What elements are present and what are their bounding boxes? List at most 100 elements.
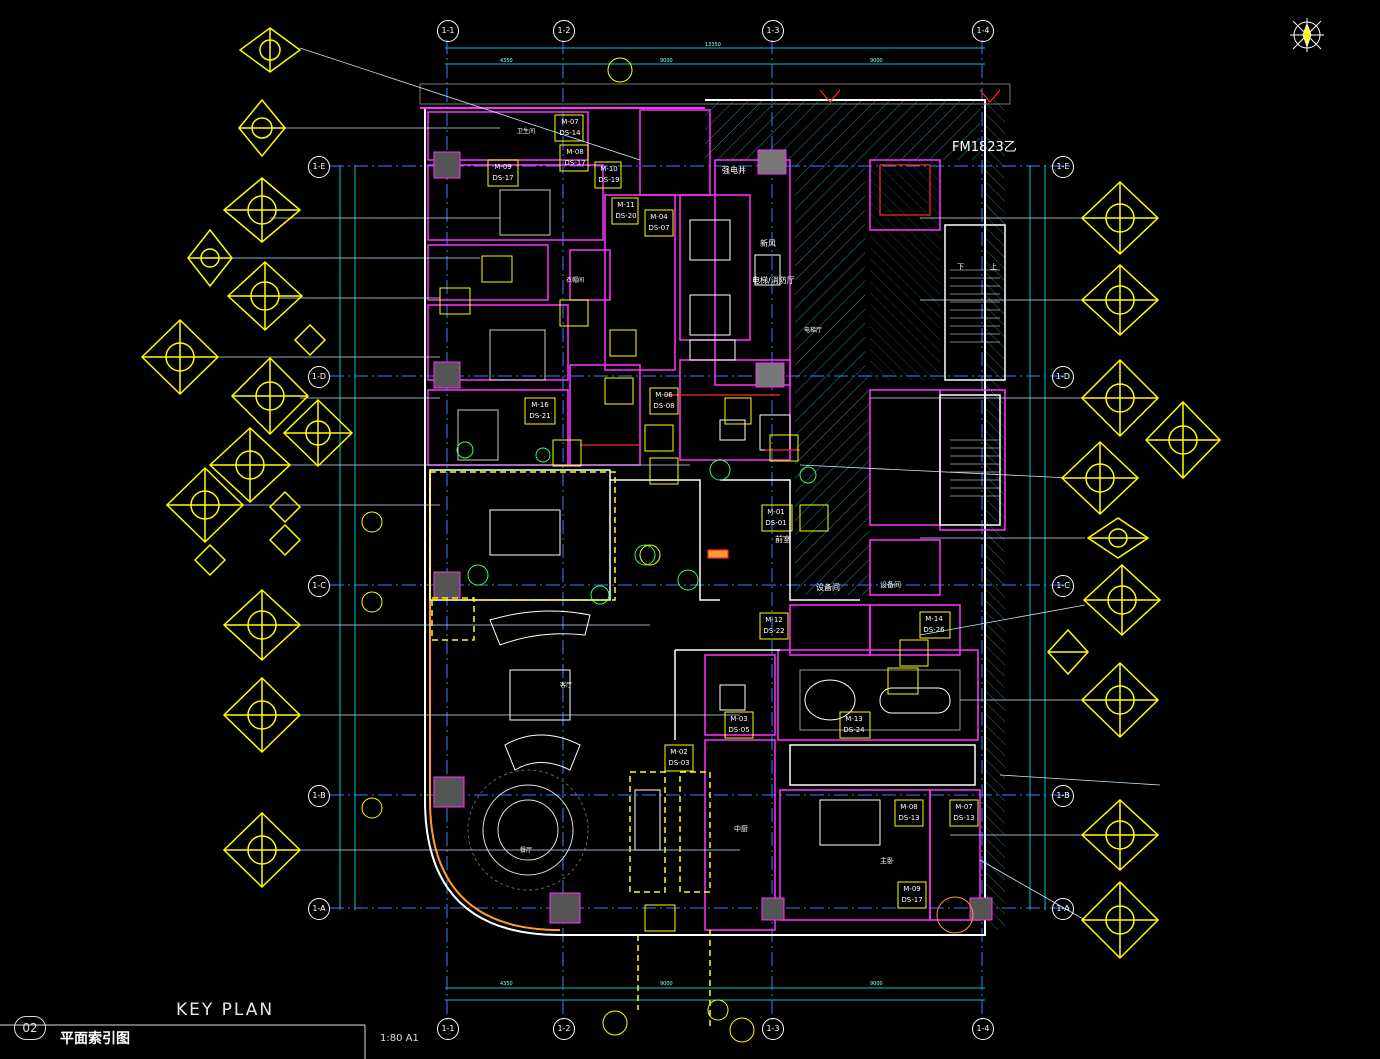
red-details [580,89,1001,559]
sheet-number: 02 [14,1016,46,1040]
room-label: 下 [957,263,964,271]
index-diamond-icon [222,811,302,889]
index-diamond-icon [1080,180,1160,256]
room-label: 设备间 [816,583,840,592]
index-diamond-icon [187,228,233,288]
room-label: 电梯厅 [804,327,823,334]
index-diamond-icon [1060,440,1140,516]
hatched-core [705,100,1005,930]
grid-bubble-icon: 1-C [308,575,330,597]
index-diamond-icon [268,523,302,557]
index-diamond-icon [238,98,286,158]
grid-bubble-icon: 1-E [1052,156,1074,178]
grid-bubble-icon: 1-B [1052,785,1074,807]
index-diamond-icon [282,398,354,468]
interior-walls [427,109,1006,931]
dim-top-3: 9000 [870,58,883,64]
drawing-title-cn: 平面索引图 [60,1031,130,1047]
grid-bubble-icon: 1-A [1052,898,1074,920]
index-diamond-icon [293,323,327,357]
index-diamond-icon [1080,798,1160,872]
index-diamond-icon [1144,400,1222,480]
room-label: 设备间 [880,581,901,589]
dim-top-total: 13350 [705,42,721,48]
index-diamond-icon [1086,517,1150,559]
dim-bottom-1: 4350 [500,981,513,987]
grid-bubble-icon: 1-D [1052,366,1074,388]
dim-top-1: 4350 [500,58,513,64]
elevation-tag-boxes [439,114,979,932]
grid-bubble-icon: 1-2 [553,1018,575,1040]
index-diamond-icon [193,543,227,577]
index-diamond-icon [222,177,302,243]
index-diamond-icon [238,27,302,73]
dimension-lines [339,47,1046,1001]
compass-icon [1290,18,1324,52]
index-diamond-icon [208,426,292,504]
dim-bottom-2: 9000 [660,981,673,987]
index-diamond-icon [230,356,310,436]
drawing-scale: 1:80 A1 [380,1033,419,1044]
index-diamond-icon [1080,661,1160,739]
dim-bottom-3: 9000 [870,981,883,987]
dim-top-2: 9000 [660,58,673,64]
grid-bubble-icon: 1-3 [762,20,784,42]
room-label: 中厨 [734,825,748,833]
room-label: 强电井 [722,166,746,175]
columns [433,149,993,924]
index-diamond-icon [1080,358,1160,438]
section-circles [361,57,755,1043]
index-diamonds [140,27,1222,960]
grid-bubble-icon: 1-1 [437,1018,459,1040]
index-diamond-icon [226,260,304,332]
room-label: 上 [990,263,997,271]
room-label: 衣帽间 [566,277,585,284]
index-diamond-icon [1046,628,1090,676]
grid-bubble-icon: 1-B [308,785,330,807]
index-diamond-icon [268,490,302,524]
grid-bubble-icon: 1-4 [972,1018,994,1040]
dashed-zones [429,471,711,1030]
index-diamond-icon [222,676,302,754]
exterior-walls [419,83,1011,936]
room-label: 客厅 [560,682,573,689]
plants [456,441,817,605]
room-label: 卫生间 [517,128,536,135]
grid-bubble-icon: 1-1 [437,20,459,42]
drawing-title: KEY PLAN [176,1000,275,1020]
index-diamond-icon [1080,880,1160,960]
grid-bubble-icon: 1-A [308,898,330,920]
room-label: 前室 [775,535,791,544]
index-diamond-icon [222,588,302,662]
room-label: 新风 [760,239,776,248]
room-label: 主卧 [880,857,894,865]
leader-lines [190,47,1161,921]
fire-door-label: FM1823乙 [952,140,1017,155]
index-diamond-icon [140,318,220,396]
index-diamond-icon [1080,263,1160,337]
grid-bubble-icon: 1-C [1052,575,1074,597]
index-diamond-icon [1082,563,1162,637]
room-label: 餐厅 [520,847,533,854]
furniture [457,189,974,934]
grid-bubble-icon: 1-4 [972,20,994,42]
room-label: 电梯/消防厅 [752,276,795,285]
grid-bubble-icon: 1-3 [762,1018,784,1040]
